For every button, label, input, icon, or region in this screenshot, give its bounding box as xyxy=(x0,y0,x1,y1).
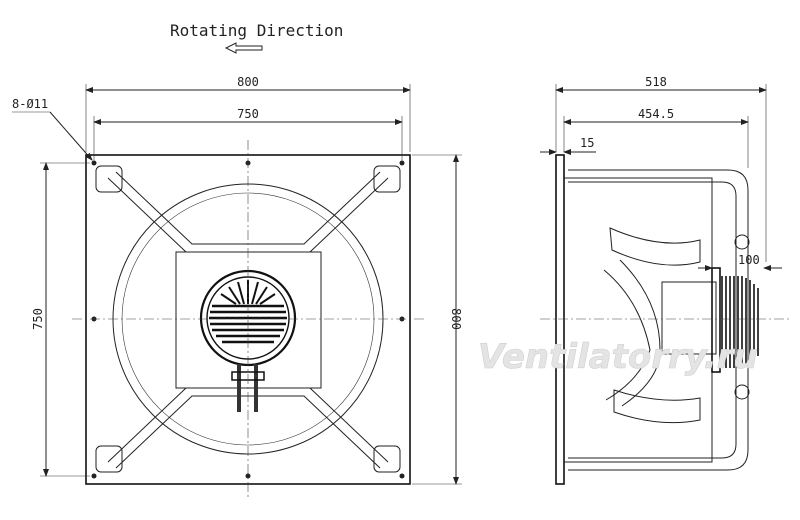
dim-flange-thickness: 15 xyxy=(580,136,594,150)
dim-height-outer: 800 xyxy=(449,308,463,330)
rotating-direction-title: Rotating Direction xyxy=(170,21,343,40)
dim-depth-body: 454.5 xyxy=(638,107,674,121)
rotation-arrow-icon xyxy=(224,42,263,54)
dim-width-outer: 800 xyxy=(237,75,259,89)
dim-height-inner: 750 xyxy=(31,308,45,330)
side-view: 518 454.5 15 100 xyxy=(540,75,790,485)
hole-callout: 8-Ø11 xyxy=(12,97,48,111)
housing-body xyxy=(564,177,713,463)
watermark-text: Ventilatorry.ru xyxy=(478,337,758,377)
dim-width-inner: 750 xyxy=(237,107,259,121)
front-view: 800 750 750 800 8-Ø11 xyxy=(12,75,463,500)
motor-body xyxy=(661,281,717,355)
dim-depth-total: 518 xyxy=(645,75,667,89)
motor-fins xyxy=(721,276,759,368)
center-frame xyxy=(175,251,322,389)
side-flange xyxy=(555,154,565,485)
dim-motor-protrusion: 100 xyxy=(738,253,760,267)
